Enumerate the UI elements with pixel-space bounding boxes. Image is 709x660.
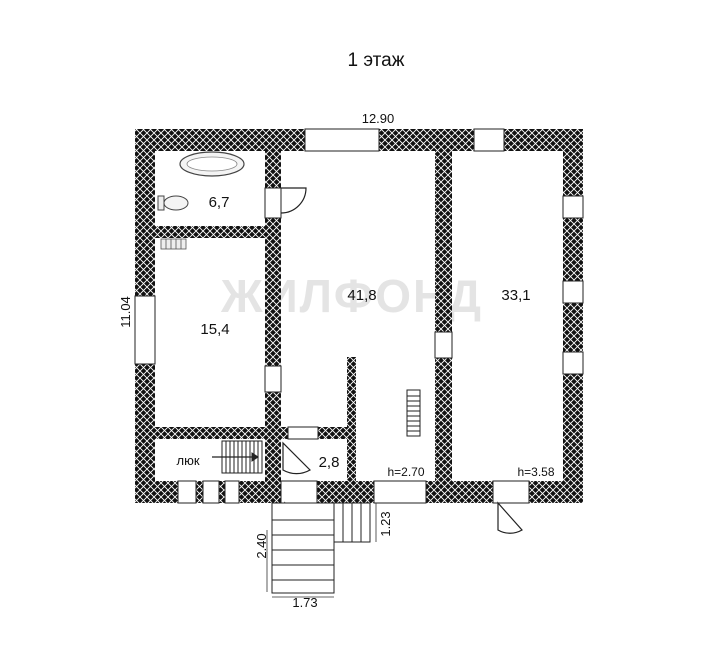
window-top-1 bbox=[304, 128, 380, 152]
opening-hall-right bbox=[434, 331, 453, 359]
hatch-label: люк bbox=[176, 453, 199, 468]
windows bbox=[134, 128, 584, 504]
window-bottom-2 bbox=[202, 480, 220, 504]
opening-bedroom bbox=[264, 365, 282, 393]
opening-wc bbox=[264, 187, 282, 219]
ceiling-height-hall: h=2.70 bbox=[387, 465, 424, 479]
door-swing-wc bbox=[280, 187, 307, 214]
bathtub-icon bbox=[179, 151, 245, 177]
window-bottom-3 bbox=[224, 480, 240, 504]
ceiling-height-big-room: h=3.58 bbox=[517, 465, 554, 479]
room-area-bedroom: 15,4 bbox=[200, 321, 229, 338]
room-area-vestibule: 2,8 bbox=[319, 454, 340, 471]
window-left bbox=[134, 295, 156, 365]
porch-stairs bbox=[271, 502, 371, 594]
window-top-2 bbox=[473, 128, 505, 152]
radiator-icon bbox=[160, 238, 187, 250]
dimension-step-depth: 1.23 bbox=[378, 511, 393, 536]
window-bottom-1 bbox=[177, 480, 197, 504]
door-big-room bbox=[492, 480, 530, 504]
room-area-big-room: 33,1 bbox=[501, 287, 530, 304]
door-swing-big-room bbox=[497, 501, 523, 534]
window-right-3 bbox=[562, 351, 584, 375]
dimension-porch-width: 1.73 bbox=[292, 595, 317, 610]
stairs-hall-icon bbox=[406, 389, 421, 437]
window-right-1 bbox=[562, 195, 584, 219]
door-vestibule-top bbox=[287, 426, 319, 440]
stairs-hatch-icon bbox=[212, 440, 263, 474]
door-entrance bbox=[280, 480, 318, 504]
dimension-top-width: 12.90 bbox=[362, 111, 395, 126]
dimension-porch-height: 2.40 bbox=[254, 533, 269, 558]
dimension-left-height: 11.04 bbox=[118, 296, 133, 328]
window-right-2 bbox=[562, 280, 584, 304]
room-area-hall: 41,8 bbox=[347, 287, 376, 304]
floor-title: 1 этаж bbox=[348, 50, 405, 71]
door-swing-vestibule bbox=[282, 441, 311, 475]
room-area-wc: 6,7 bbox=[209, 194, 230, 211]
dimension-lines bbox=[266, 503, 377, 598]
toilet-icon bbox=[157, 195, 189, 211]
door-hall-bottom bbox=[373, 480, 427, 504]
